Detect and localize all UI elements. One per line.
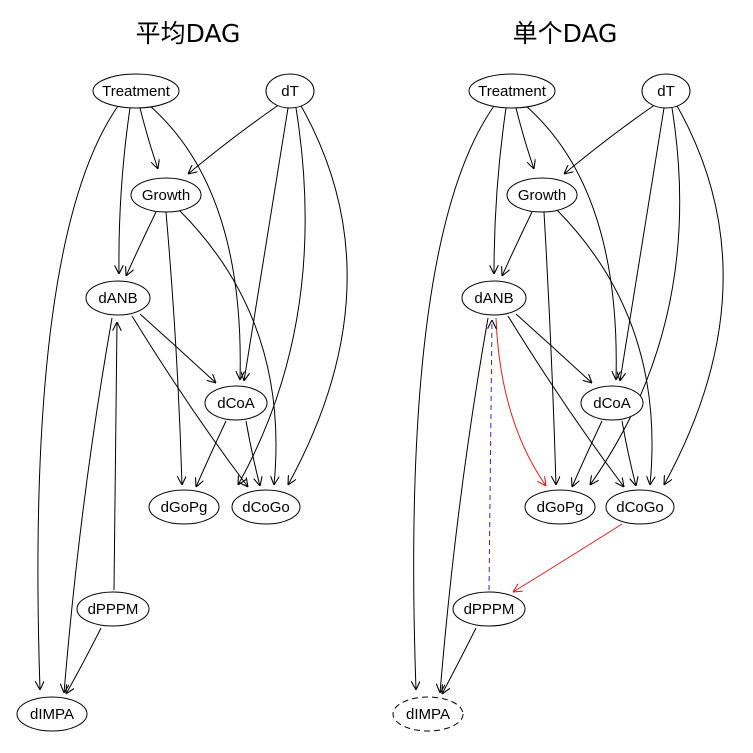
edge-growth-danb	[502, 211, 533, 276]
node-label: dPPPM	[88, 601, 139, 618]
edges	[38, 103, 348, 694]
node-label: dT	[657, 83, 675, 100]
edge-danb-dimpa	[64, 317, 113, 693]
node-dt: dT	[265, 73, 315, 109]
panel-title: 平均DAG	[136, 19, 241, 48]
nodes: Treatment dT Growth dANB dCoA dGoPg	[392, 73, 691, 732]
node-label: dT	[281, 83, 299, 100]
edge-danb-dcogo	[507, 315, 624, 487]
node-dcoa: dCoA	[204, 385, 268, 421]
edge-dpppm-danb-removed	[489, 320, 492, 591]
edge-dcogo-dpppm-highlight	[513, 523, 623, 592]
node-dpppm: dPPPM	[76, 591, 150, 627]
panel-average-dag: 平均DAG Treatment	[16, 19, 348, 732]
node-dgopg: dGoPg	[524, 489, 596, 525]
edge-dt-dgopg	[590, 107, 681, 485]
node-dcogo: dCoGo	[605, 489, 675, 525]
edge-growth-danb	[126, 211, 157, 276]
edge-dt-dcogo	[664, 103, 724, 485]
edge-dpppm-danb	[114, 322, 117, 591]
edge-danb-dcoa	[139, 313, 216, 383]
edges	[414, 103, 724, 694]
edge-treatment-growth	[139, 107, 158, 169]
node-label: dCoGo	[242, 499, 290, 516]
node-label: dCoGo	[616, 499, 664, 516]
edge-danb-dgopg-highlight	[495, 317, 546, 486]
node-dpppm: dPPPM	[452, 591, 526, 627]
edge-dpppm-dimpa	[66, 627, 102, 694]
edge-dt-dgopg	[238, 107, 306, 485]
node-label: Growth	[142, 187, 190, 204]
edge-growth-dgopg	[165, 211, 182, 485]
edge-dpppm-dimpa	[442, 627, 477, 694]
panel-title: 单个DAG	[513, 19, 618, 48]
node-label: dGoPg	[161, 499, 208, 516]
edge-dt-dcogo	[288, 103, 348, 485]
node-treatment: Treatment	[468, 73, 556, 109]
edge-treatment-dimpa	[414, 105, 495, 690]
node-label: dANB	[474, 290, 513, 307]
edge-growth-dgopg	[543, 211, 556, 485]
node-dcoa: dCoA	[580, 385, 644, 421]
edge-treatment-growth	[515, 107, 534, 169]
node-label: dGoPg	[537, 499, 584, 516]
node-dimpa: dIMPA	[16, 696, 88, 732]
node-label: dIMPA	[406, 706, 450, 723]
node-growth: Growth	[506, 177, 578, 213]
edge-treatment-dcoa	[525, 105, 616, 380]
node-label: Treatment	[102, 83, 171, 100]
node-label: Growth	[518, 187, 566, 204]
edge-treatment-danb	[119, 107, 131, 274]
edge-treatment-danb	[494, 107, 507, 274]
node-dgopg: dGoPg	[148, 489, 220, 525]
edge-treatment-dimpa	[38, 105, 119, 690]
edge-growth-dcogo	[177, 208, 276, 485]
node-label: dCoA	[217, 395, 255, 412]
edge-dcoa-dgopg	[196, 420, 227, 487]
edge-treatment-dcoa	[149, 105, 240, 380]
node-label: Treatment	[478, 83, 547, 100]
node-label: dCoA	[593, 395, 631, 412]
edge-dcoa-dgopg	[572, 420, 603, 487]
node-growth: Growth	[130, 177, 202, 213]
node-danb: dANB	[461, 280, 527, 316]
node-dimpa: dIMPA	[392, 696, 464, 732]
node-label: dIMPA	[30, 706, 74, 723]
edge-growth-dcogo	[555, 208, 652, 485]
node-dt: dT	[641, 73, 691, 109]
edge-dcoa-dcogo	[245, 420, 260, 486]
nodes: Treatment dT Growth dANB dCoA dGoPg	[16, 73, 315, 732]
edge-danb-dimpa	[440, 317, 489, 693]
edge-danb-dcoa	[515, 313, 592, 383]
edge-danb-dcogo	[131, 315, 248, 487]
node-label: dPPPM	[464, 601, 515, 618]
node-dcogo: dCoGo	[231, 489, 301, 525]
node-label: dANB	[98, 290, 137, 307]
node-danb: dANB	[85, 280, 151, 316]
edge-dt-dcoa	[620, 107, 665, 381]
panel-single-dag: 单个DAG Treatment	[392, 19, 724, 732]
edge-dt-growth	[188, 103, 281, 174]
edge-dt-growth	[564, 103, 657, 174]
node-treatment: Treatment	[92, 73, 180, 109]
edge-dcoa-dcogo	[621, 420, 636, 486]
edge-dt-dcoa	[244, 107, 289, 381]
